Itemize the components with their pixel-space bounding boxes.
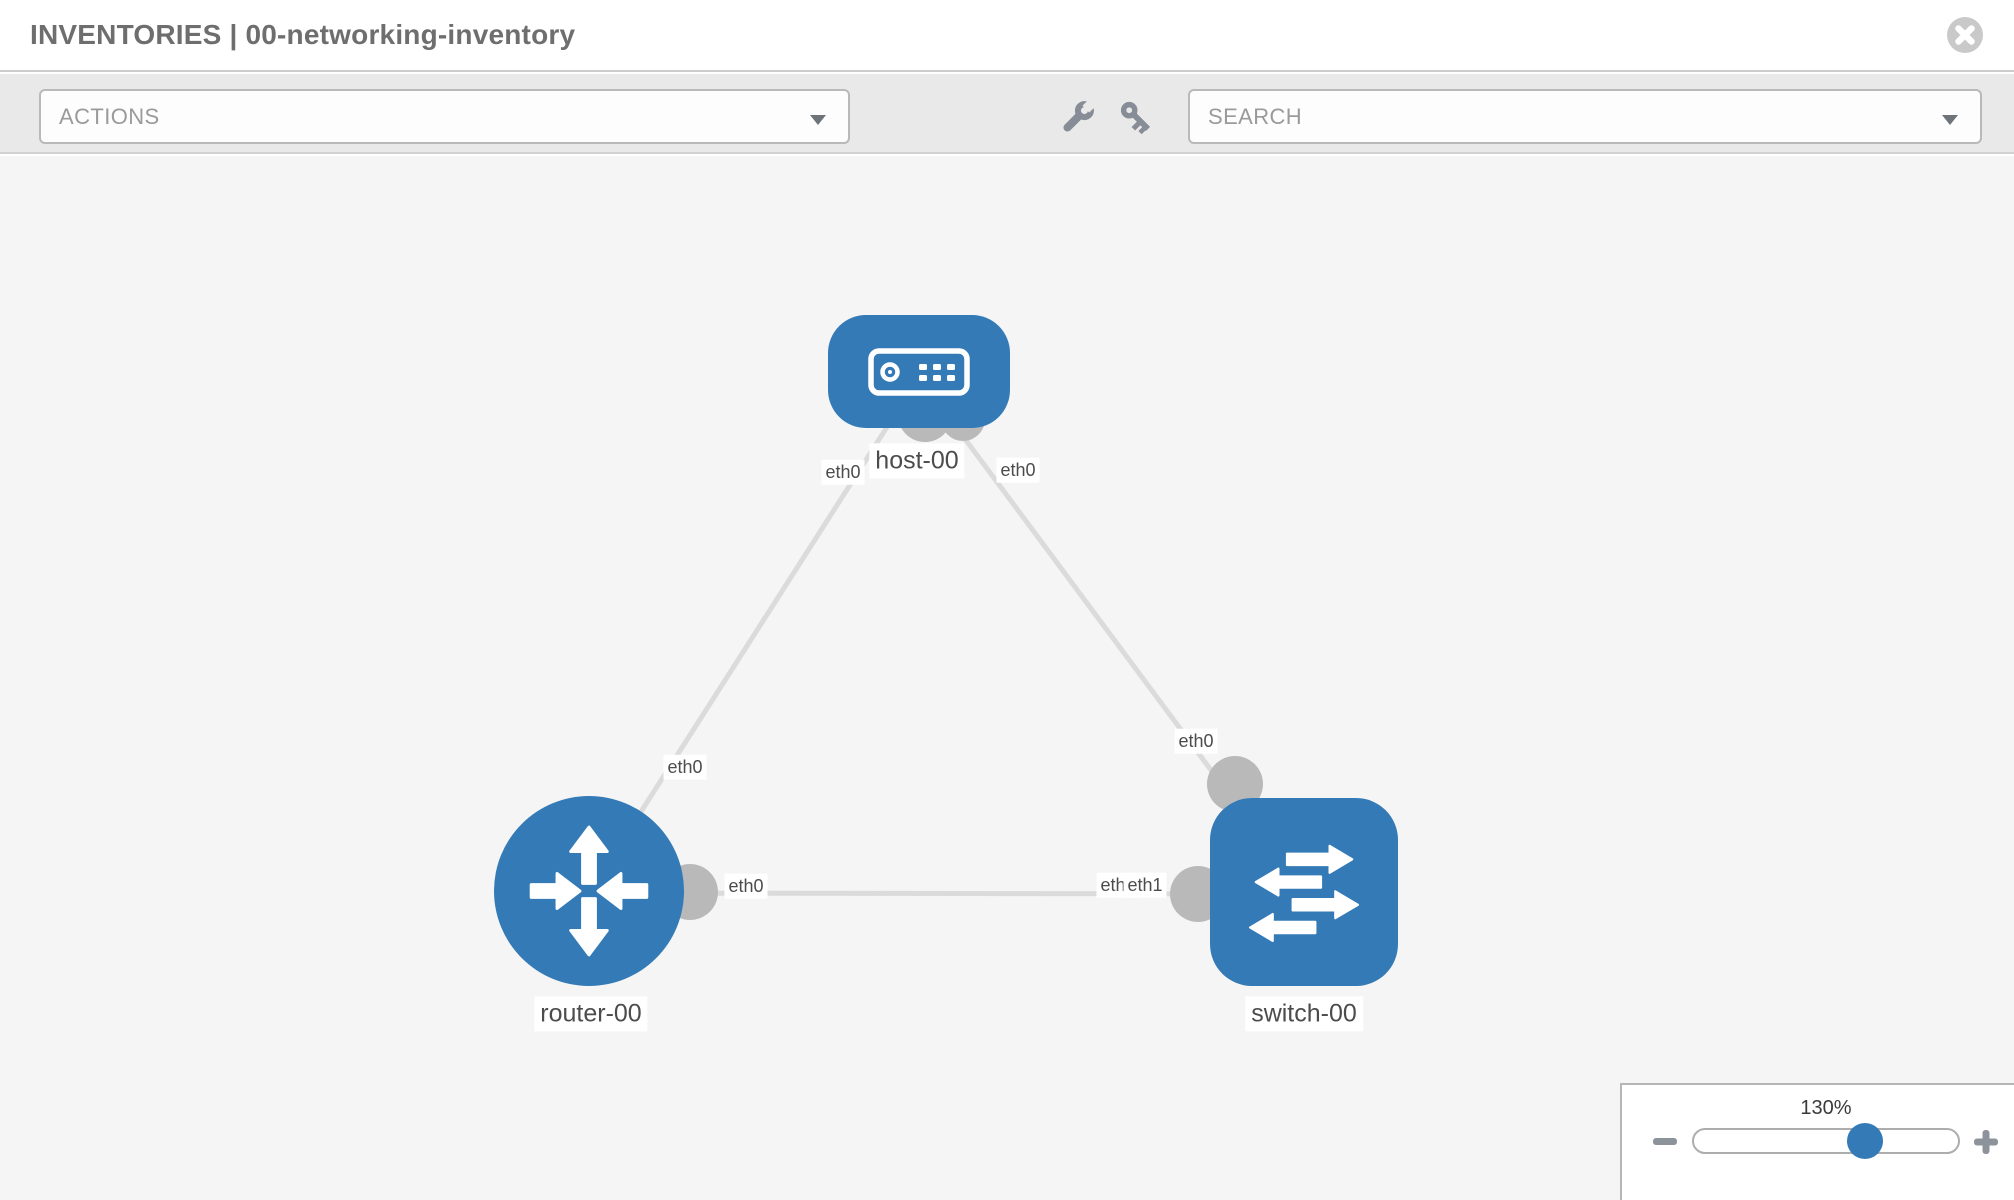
close-button[interactable] xyxy=(1946,16,1984,54)
interface-label: eth0 xyxy=(821,459,865,485)
node-label-host: host-00 xyxy=(869,443,965,479)
node-label-switch: switch-00 xyxy=(1245,996,1363,1032)
interface-label: eth0 xyxy=(663,754,707,780)
zoom-control-panel: 130% xyxy=(1620,1083,2014,1200)
zoom-level-value: 130% xyxy=(1800,1097,1852,1119)
node-switch-00[interactable] xyxy=(1210,798,1398,986)
node-host-00[interactable] xyxy=(828,315,1010,428)
interface-label: eth0 xyxy=(996,457,1040,483)
interface-label: eth0 xyxy=(1174,728,1218,754)
zoom-slider-handle[interactable] xyxy=(1847,1123,1883,1159)
switch-arrows-icon xyxy=(1248,844,1360,943)
toolbar: ACTIONS SEARC xyxy=(0,74,2014,154)
minus-icon[interactable] xyxy=(1653,1138,1677,1145)
key-button[interactable] xyxy=(1117,98,1157,138)
wrench-icon xyxy=(1063,99,1096,132)
plus-icon[interactable] xyxy=(1972,1128,2000,1156)
chevron-down-icon xyxy=(810,115,826,125)
topology-canvas[interactable]: eth0 eth0 eth0 eth0 eth0 eth0 eth1 host-… xyxy=(0,156,2014,1200)
server-icon xyxy=(868,347,970,396)
actions-dropdown[interactable]: ACTIONS xyxy=(39,89,850,144)
header-bar: INVENTORIES | 00-networking-inventory xyxy=(0,0,2014,72)
search-dropdown[interactable]: SEARCH xyxy=(1188,89,1982,144)
interface-label: eth1 xyxy=(1123,872,1167,898)
node-label-router: router-00 xyxy=(534,996,648,1032)
actions-dropdown-label: ACTIONS xyxy=(59,103,160,129)
wrench-button[interactable] xyxy=(1057,98,1097,138)
interface-label: eth0 xyxy=(724,873,768,899)
zoom-slider-track[interactable] xyxy=(1692,1128,1960,1154)
chevron-down-icon xyxy=(1942,115,1958,125)
node-router-00[interactable] xyxy=(494,796,684,986)
circle-x-icon xyxy=(1947,17,1983,53)
router-arrows-icon xyxy=(529,825,649,957)
key-icon xyxy=(1120,101,1151,135)
links-layer xyxy=(586,375,1306,922)
page-title: INVENTORIES | 00-networking-inventory xyxy=(30,19,576,50)
search-placeholder: SEARCH xyxy=(1208,103,1303,129)
